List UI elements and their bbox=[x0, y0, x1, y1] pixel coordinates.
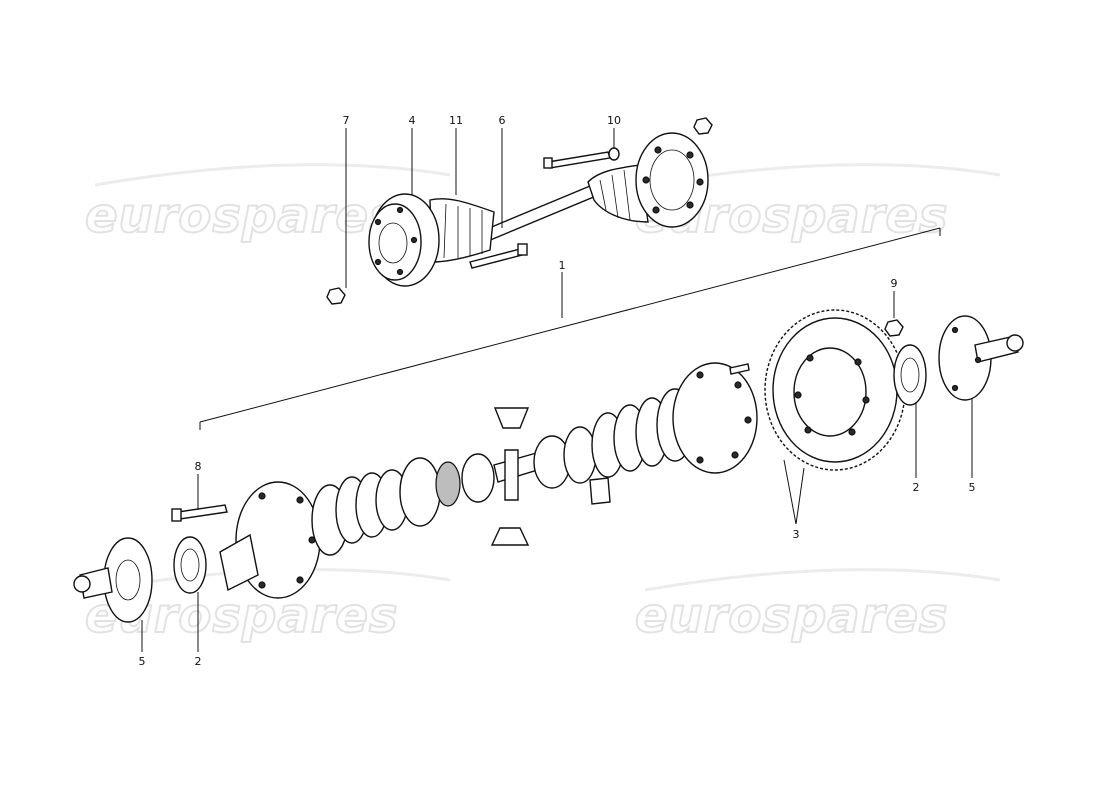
callout-labels: 7 4 11 6 10 1 9 8 2 5 3 5 2 bbox=[139, 114, 976, 668]
callout-5-right: 5 bbox=[969, 481, 976, 494]
watermark-bottom-right: eurospares bbox=[635, 588, 949, 644]
watermark-top-left: eurospares bbox=[85, 188, 399, 244]
callout-2-right: 2 bbox=[913, 481, 920, 494]
leader-lines bbox=[141, 128, 973, 652]
callout-1: 1 bbox=[559, 259, 566, 272]
callout-9: 9 bbox=[891, 277, 898, 290]
callout-6: 6 bbox=[499, 114, 506, 127]
assembly-group-line bbox=[199, 227, 941, 430]
callout-8: 8 bbox=[195, 460, 202, 473]
callout-7: 7 bbox=[343, 114, 350, 127]
differential-assembly bbox=[73, 309, 1024, 623]
drive-shaft-assembly bbox=[326, 117, 713, 305]
callout-3: 3 bbox=[793, 528, 800, 541]
callout-2-left: 2 bbox=[195, 655, 202, 668]
callout-5-left: 5 bbox=[139, 655, 146, 668]
callout-11: 11 bbox=[449, 114, 463, 127]
callout-10: 10 bbox=[607, 114, 621, 127]
callout-4: 4 bbox=[409, 114, 416, 127]
